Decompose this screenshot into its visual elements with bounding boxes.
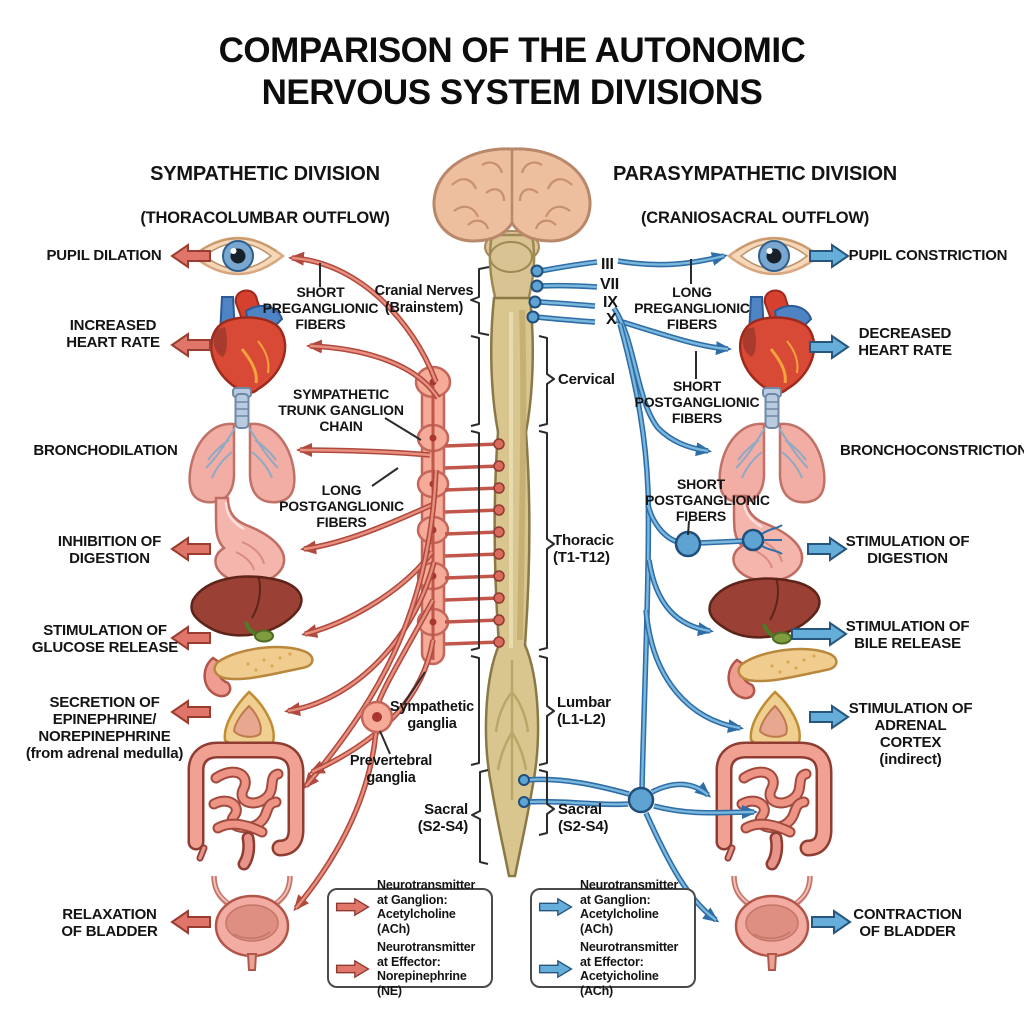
label-bile-release: STIMULATION OF BILE RELEASE [845, 618, 970, 653]
adrenal-icon-right [749, 690, 801, 750]
sympathetic-division-outflow: (THORACOLUMBAR OUTFLOW) [140, 209, 390, 227]
arrow-bladder-relaxation [170, 909, 211, 935]
label-pupil-constriction: PUPIL CONSTRICTION [848, 247, 1008, 264]
sympathetic-nerve-fibers [288, 258, 438, 908]
label-stimulation-digestion: STIMULATION OF DIGESTION [845, 533, 970, 568]
legend-text: Neurotransmitter at Effector: Acetyichol… [580, 940, 679, 998]
pancreas-icon-right [727, 647, 838, 700]
thoracic-nerve-roots [444, 438, 505, 648]
label-epinephrine-secretion: SECRETION OF EPINEPHRINE/ NOREPINEPHRINE… [25, 694, 184, 763]
label-adrenal-cortex: STIMULATION OF ADRENAL CORTEX (indirect) [848, 700, 973, 769]
label-cranial-nerves-brainstem: Cranial Nerves (Brainstem) [374, 283, 474, 316]
label-short-postganglionic-fibers-1: SHORT POSTGANGLIONIC FIBERS [634, 378, 760, 426]
label-bronchodilation: BRONCHODILATION [33, 442, 178, 459]
label-prevertebral-ganglia: Prevertebral ganglia [349, 753, 433, 786]
label-sacral-left: Sacral (S2-S4) [417, 801, 468, 836]
parasympathetic-effect-arrows [791, 243, 852, 935]
region-brackets [470, 266, 555, 865]
label-short-preganglionic-fibers: SHORT PREGANGLIONIC FIBERS [262, 284, 379, 332]
arrow-inhibition-digestion [170, 536, 211, 562]
arrow-pupil-constriction [809, 243, 850, 269]
legend-item: Neurotransmitter at Effector: Acetyichol… [538, 940, 688, 998]
sympathetic-effect-arrows [170, 243, 211, 935]
red-arrow-icon [335, 897, 370, 917]
parasympathetic-nerve-fibers [518, 256, 783, 920]
annotation-connector-lines [319, 259, 697, 755]
intestine-icon-right [724, 750, 824, 864]
legend-text: Neurotransmitter at Ganglion: Acetylchol… [580, 878, 679, 936]
arrow-decreased-heart-rate [809, 334, 850, 360]
sympathetic-legend-box: Neurotransmitter at Ganglion: Acetylchol… [327, 878, 493, 998]
parasympathetic-ganglion-stomach [674, 530, 702, 558]
label-cranial-nerve-vii: VII [600, 276, 619, 293]
label-bladder-relaxation: RELAXATION OF BLADDER [61, 906, 158, 941]
parasympathetic-ganglion-pelvic [627, 786, 655, 814]
arrow-bile-release [791, 621, 848, 647]
bladder-icon-right [734, 876, 810, 970]
label-inhibition-of-digestion: INHIBITION OF DIGESTION [57, 533, 162, 568]
parasympathetic-ganglion-cardia [741, 528, 765, 552]
label-bladder-contraction: CONTRACTION OF BLADDER [853, 906, 962, 941]
legend-text: Neurotransmitter at Ganglion: Acetylchol… [377, 878, 476, 936]
blue-arrow-icon [538, 897, 573, 917]
arrow-pupil-dilation [170, 243, 211, 269]
label-glucose-release: STIMULATION OF GLUCOSE RELEASE [31, 622, 179, 657]
parasympathetic-legend-box: Neurotransmitter at Ganglion: Acetylchol… [530, 878, 696, 998]
label-sympathetic-trunk-chain: SYMPATHETIC TRUNK GANGLION CHAIN [278, 386, 404, 434]
intestine-icon-left [196, 750, 296, 864]
spinal-cord [484, 296, 540, 878]
brainstem [484, 230, 540, 303]
label-cranial-nerve-ix: IX [603, 294, 618, 311]
brain-illustration [432, 147, 592, 243]
arrow-stimulation-digestion [807, 536, 848, 562]
label-decreased-heart-rate: DECREASED HEART RATE [858, 325, 952, 360]
sympathetic-division-heading: SYMPATHETIC DIVISION (THORACOLUMBAR OUTF… [105, 141, 425, 249]
sympathetic-division-name: SYMPATHETIC DIVISION [150, 163, 380, 185]
legend-text: Neurotransmitter at Effector: Norepineph… [377, 940, 476, 998]
adrenal-icon-left [223, 690, 275, 750]
parasympathetic-division-outflow: (CRANIOSACRAL OUTFLOW) [640, 209, 870, 227]
parasympathetic-division-heading: PARASYMPATHETIC DIVISION (CRANIOSACRAL O… [590, 141, 920, 249]
label-thoracic: Thoracic (T1-T12) [553, 532, 614, 567]
label-long-preganglionic-fibers: LONG PREGANGLIONIC FIBERS [634, 284, 750, 332]
label-long-postganglionic-fibers: LONG POSTGANGLIONIC FIBERS [279, 482, 404, 530]
legend-item: Neurotransmitter at Effector: Norepineph… [335, 940, 485, 998]
label-cranial-nerve-iii: III [601, 256, 614, 273]
label-lumbar: Lumbar (L1-L2) [557, 694, 611, 729]
liver-icon-left [189, 574, 304, 644]
arrow-adrenal-cortex [809, 704, 850, 730]
legend-item: Neurotransmitter at Ganglion: Acetylchol… [335, 878, 485, 936]
page-title: COMPARISON OF THE AUTONOMIC NERVOUS SYST… [218, 31, 806, 112]
arrow-epinephrine-secretion [170, 699, 211, 725]
label-pupil-dilation: PUPIL DILATION [46, 247, 162, 264]
arrow-increased-heart-rate [170, 332, 211, 358]
bladder-icon-left [214, 876, 290, 970]
label-short-postganglionic-fibers-2: SHORT POSTGANGLIONIC FIBERS [645, 476, 770, 524]
arrow-bladder-contraction [811, 909, 852, 935]
legend-item: Neurotransmitter at Ganglion: Acetylchol… [538, 878, 688, 936]
label-increased-heart-rate: INCREASED HEART RATE [66, 317, 160, 352]
label-sympathetic-ganglia: Sympathetic ganglia [390, 699, 475, 732]
arrow-glucose-release [170, 625, 211, 651]
pancreas-icon-left [203, 645, 314, 698]
label-bronchoconstriction: BRONCHOCONSTRICTION [840, 442, 1024, 459]
red-arrow-icon [335, 959, 370, 979]
label-cervical: Cervical [558, 371, 615, 388]
parasympathetic-division-name: PARASYMPATHETIC DIVISION [612, 163, 898, 185]
blue-arrow-icon [538, 959, 573, 979]
label-sacral-right: Sacral (S2-S4) [558, 801, 609, 836]
label-cranial-nerve-x: X [606, 311, 617, 328]
